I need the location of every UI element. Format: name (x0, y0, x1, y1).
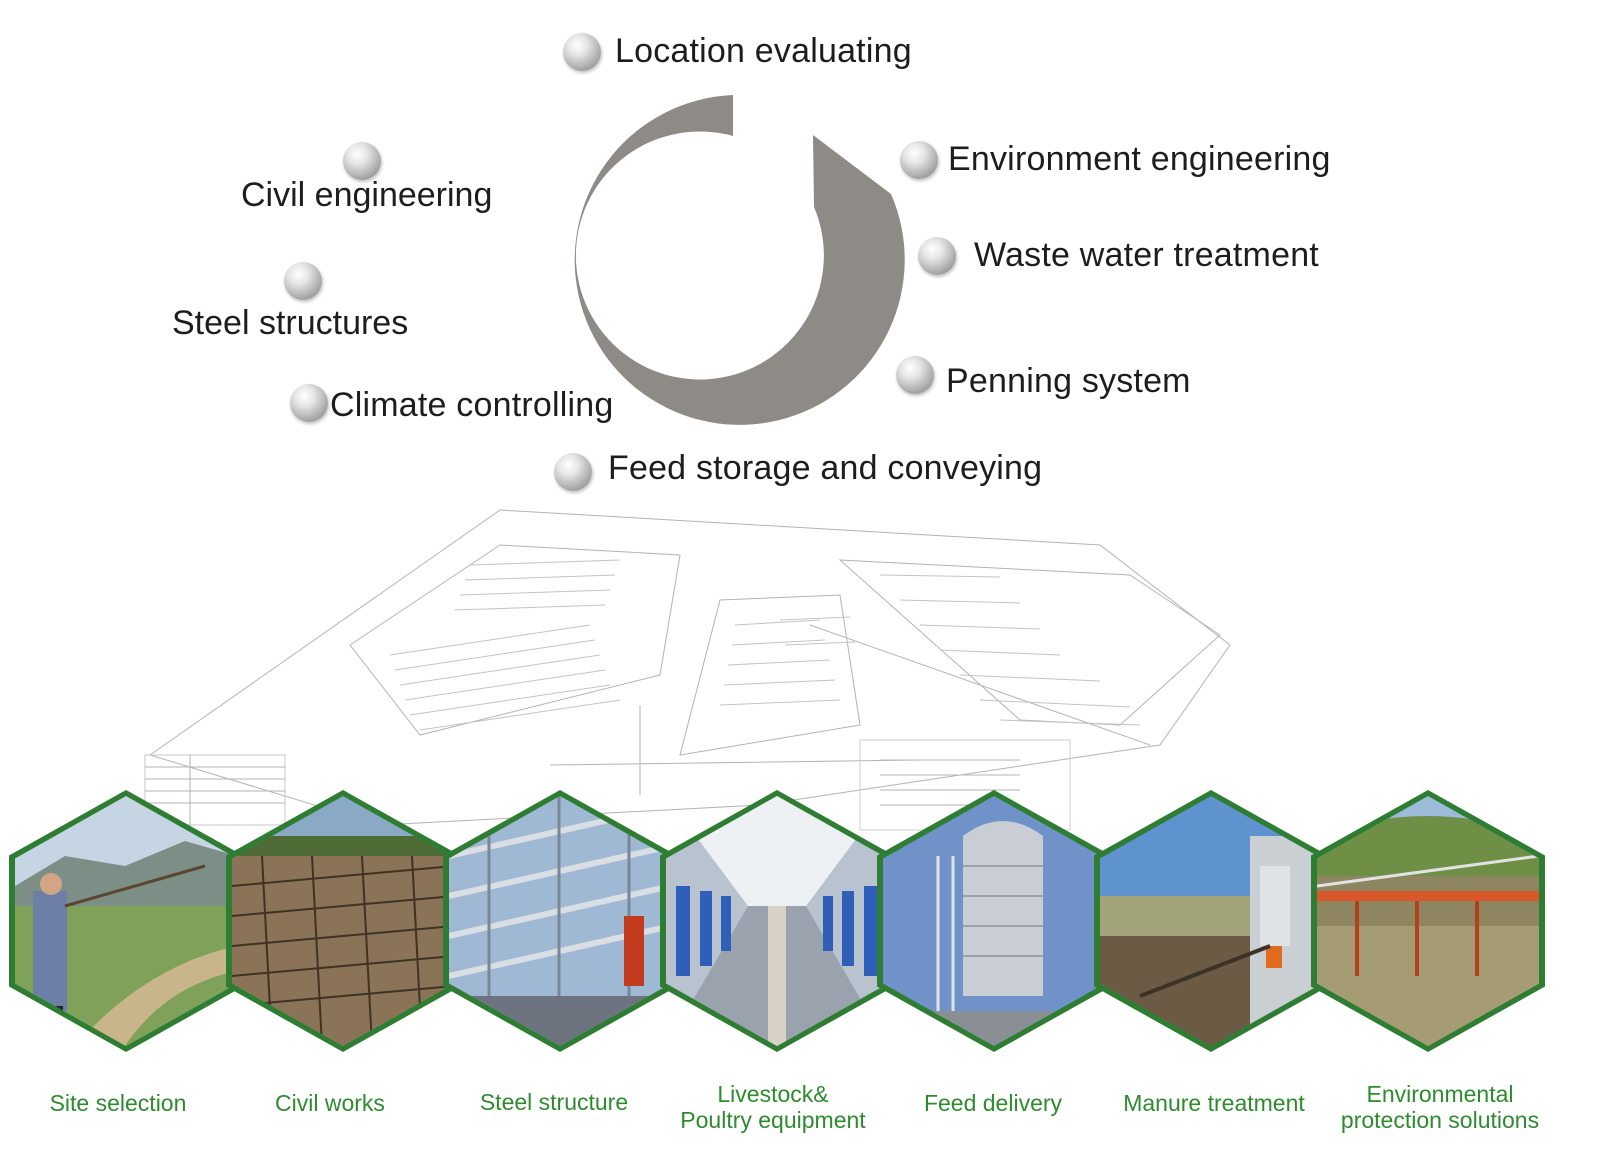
sphere-bullet-icon (918, 236, 956, 275)
hex-manure-treatment (1094, 790, 1328, 1052)
cycle-item-penning: Penning system (896, 348, 1191, 401)
caption-site-selection: Site selection (0, 1090, 236, 1116)
caption-line: protection solutions (1340, 1107, 1540, 1133)
cycle-label-steel: Steel structures (172, 304, 409, 342)
environmental-protection-photo (1317, 796, 1539, 1046)
caption-line: Poultry equipment (680, 1107, 866, 1133)
caption-line: Civil works (275, 1090, 385, 1116)
cycle-item-wastewater: Waste water treatment (918, 236, 1319, 275)
steel-structure-photo (449, 796, 671, 1046)
cycle-label-location: Location evaluating (615, 32, 912, 70)
caption-line: Environmental (1366, 1081, 1514, 1107)
hex-site-selection (9, 790, 243, 1052)
caption-line: Steel structure (479, 1089, 629, 1115)
cycle-label-environment: Environment engineering (948, 140, 1331, 178)
sphere-bullet-icon (290, 383, 328, 422)
sphere-bullet-icon (900, 140, 938, 179)
livestock-equipment-photo (666, 796, 888, 1046)
caption-livestock-equipment: Livestock& Poultry equipment (655, 1081, 891, 1133)
caption-line: Feed delivery (923, 1090, 1063, 1116)
cycle-arrow-icon (574, 95, 905, 425)
cycle-label-penning: Penning system (946, 362, 1191, 400)
service-hexagon-row (0, 790, 1600, 1060)
site-selection-photo (15, 796, 237, 1046)
cycle-item-location: Location evaluating (563, 32, 912, 71)
cycle-item-environment: Environment engineering (900, 140, 1331, 179)
cycle-item-feed: Feed storage and conveying (554, 449, 1042, 491)
sphere-bullet-icon (896, 355, 934, 394)
cycle-label-feed: Feed storage and conveying (608, 448, 1043, 487)
caption-steel-structure: Steel structure (436, 1089, 672, 1115)
hex-steel-structure (443, 790, 677, 1052)
sphere-bullet-icon (563, 32, 601, 71)
hex-feed-delivery (877, 790, 1111, 1052)
cycle-label-wastewater: Waste water treatment (974, 236, 1319, 274)
hex-civil-works (226, 790, 460, 1052)
civil-works-photo (232, 796, 454, 1046)
cycle-item-climate: Climate controlling (290, 380, 613, 425)
caption-line: Livestock& (717, 1081, 829, 1107)
caption-feed-delivery: Feed delivery (875, 1090, 1111, 1116)
feed-delivery-photo (883, 796, 1105, 1046)
hex-livestock-equipment (660, 790, 894, 1052)
farm-site-plan-drawing (144, 509, 1231, 831)
sphere-bullet-icon (284, 262, 322, 300)
cycle-label-climate: Climate controlling (330, 386, 614, 424)
caption-manure-treatment: Manure treatment (1096, 1090, 1332, 1116)
caption-environmental-protection: Environmental protection solutions (1322, 1081, 1558, 1133)
caption-line: Site selection (49, 1090, 187, 1116)
caption-civil-works: Civil works (212, 1090, 448, 1116)
cycle-label-civil: Civil engineering (241, 176, 493, 214)
sphere-bullet-icon (343, 142, 381, 180)
hex-environmental-protection (1311, 790, 1545, 1052)
sphere-bullet-icon (554, 453, 592, 491)
caption-line: Manure treatment (1123, 1090, 1305, 1116)
manure-treatment-photo (1100, 796, 1322, 1046)
